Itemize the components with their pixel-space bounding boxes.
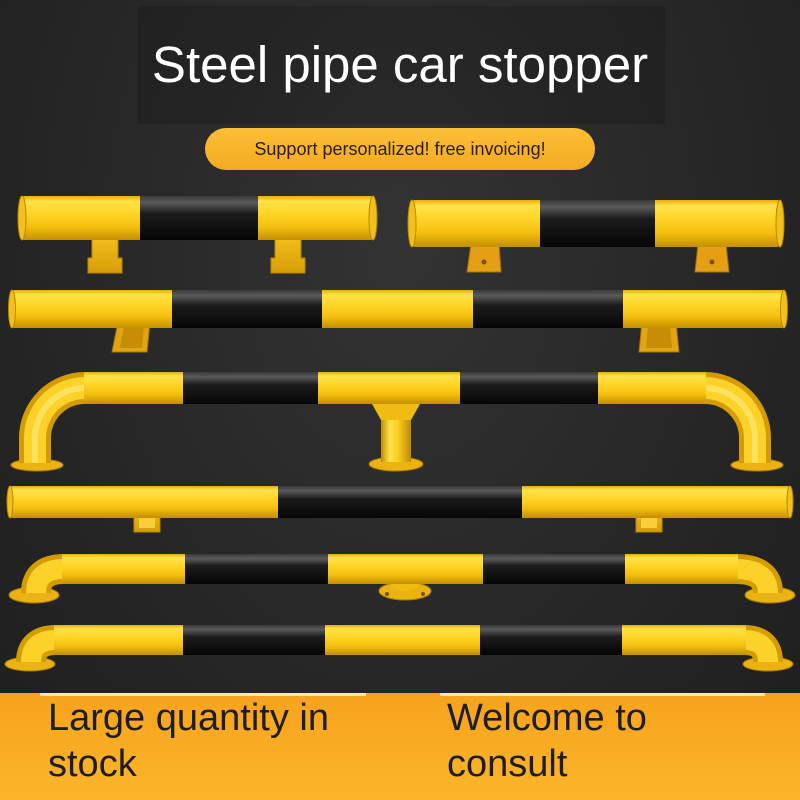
pipe-elbow-highlight bbox=[24, 377, 86, 463]
pipe-elbow-shine bbox=[32, 385, 86, 463]
consult-message: Welcome to consult bbox=[447, 697, 647, 785]
mounting-bracket bbox=[466, 243, 502, 273]
pipe-elbow-highlight bbox=[743, 630, 778, 663]
pipe-end-cap bbox=[407, 199, 417, 248]
pipe-end-cap bbox=[17, 195, 27, 241]
pipe-end-cap bbox=[368, 195, 378, 241]
pipe-elbow-highlight bbox=[735, 559, 778, 594]
bolt-hole bbox=[481, 259, 487, 265]
bolt-hole bbox=[421, 592, 425, 596]
car-stopper-7 bbox=[4, 625, 794, 672]
bracket-inner bbox=[646, 326, 672, 348]
black-stripe bbox=[185, 554, 328, 584]
black-stripe bbox=[473, 290, 623, 328]
black-stripe bbox=[483, 554, 625, 584]
footer-highlight-strip bbox=[440, 693, 765, 696]
car-stopper-1 bbox=[17, 195, 378, 274]
pipe-body bbox=[10, 290, 786, 328]
black-stripe bbox=[172, 290, 322, 328]
black-stripe bbox=[183, 625, 325, 655]
pipe-body bbox=[54, 625, 746, 655]
promo-badge: Support personalized! free invoicing! bbox=[205, 128, 595, 170]
pipe-end-cap bbox=[8, 289, 16, 329]
car-stopper-2 bbox=[407, 199, 785, 273]
black-stripe bbox=[460, 372, 598, 404]
pipe-elbow-highlight bbox=[704, 377, 766, 463]
black-stripe bbox=[480, 625, 622, 655]
black-stripe bbox=[183, 372, 318, 404]
car-stopper-4 bbox=[10, 372, 784, 472]
black-stripe bbox=[278, 486, 522, 518]
pipe-elbow-highlight bbox=[26, 559, 65, 594]
bolt-hole bbox=[385, 592, 389, 596]
pipe-elbow-shine bbox=[704, 385, 758, 463]
mounting-bracket bbox=[87, 233, 123, 274]
pipe-end-cap bbox=[780, 289, 788, 329]
page-title: Steel pipe car stopper bbox=[151, 36, 649, 93]
pipe-end-cap bbox=[775, 199, 785, 248]
pipe-body bbox=[62, 554, 738, 584]
pipe-end-cap bbox=[786, 485, 794, 519]
bracket-inner bbox=[120, 326, 144, 348]
bolt-hole bbox=[709, 259, 715, 265]
car-stopper-5 bbox=[6, 485, 794, 533]
black-stripe bbox=[540, 200, 655, 247]
title-panel bbox=[138, 6, 665, 124]
mounting-bracket bbox=[694, 243, 730, 273]
black-stripe bbox=[140, 196, 258, 240]
bracket-inner bbox=[139, 516, 155, 528]
footer-highlight-strip bbox=[40, 693, 366, 696]
bracket-inner bbox=[641, 516, 657, 528]
car-stopper-6 bbox=[8, 554, 796, 604]
pipe-end-cap bbox=[6, 485, 14, 519]
footer-banner: Large quantity in stock Welcome to consu… bbox=[0, 693, 800, 800]
mounting-bracket bbox=[270, 233, 306, 274]
car-stopper-3 bbox=[8, 289, 788, 353]
stock-message: Large quantity in stock bbox=[48, 697, 329, 785]
pipe-elbow-highlight bbox=[21, 630, 57, 663]
pipe-body bbox=[84, 372, 706, 404]
post-connector bbox=[372, 404, 420, 420]
